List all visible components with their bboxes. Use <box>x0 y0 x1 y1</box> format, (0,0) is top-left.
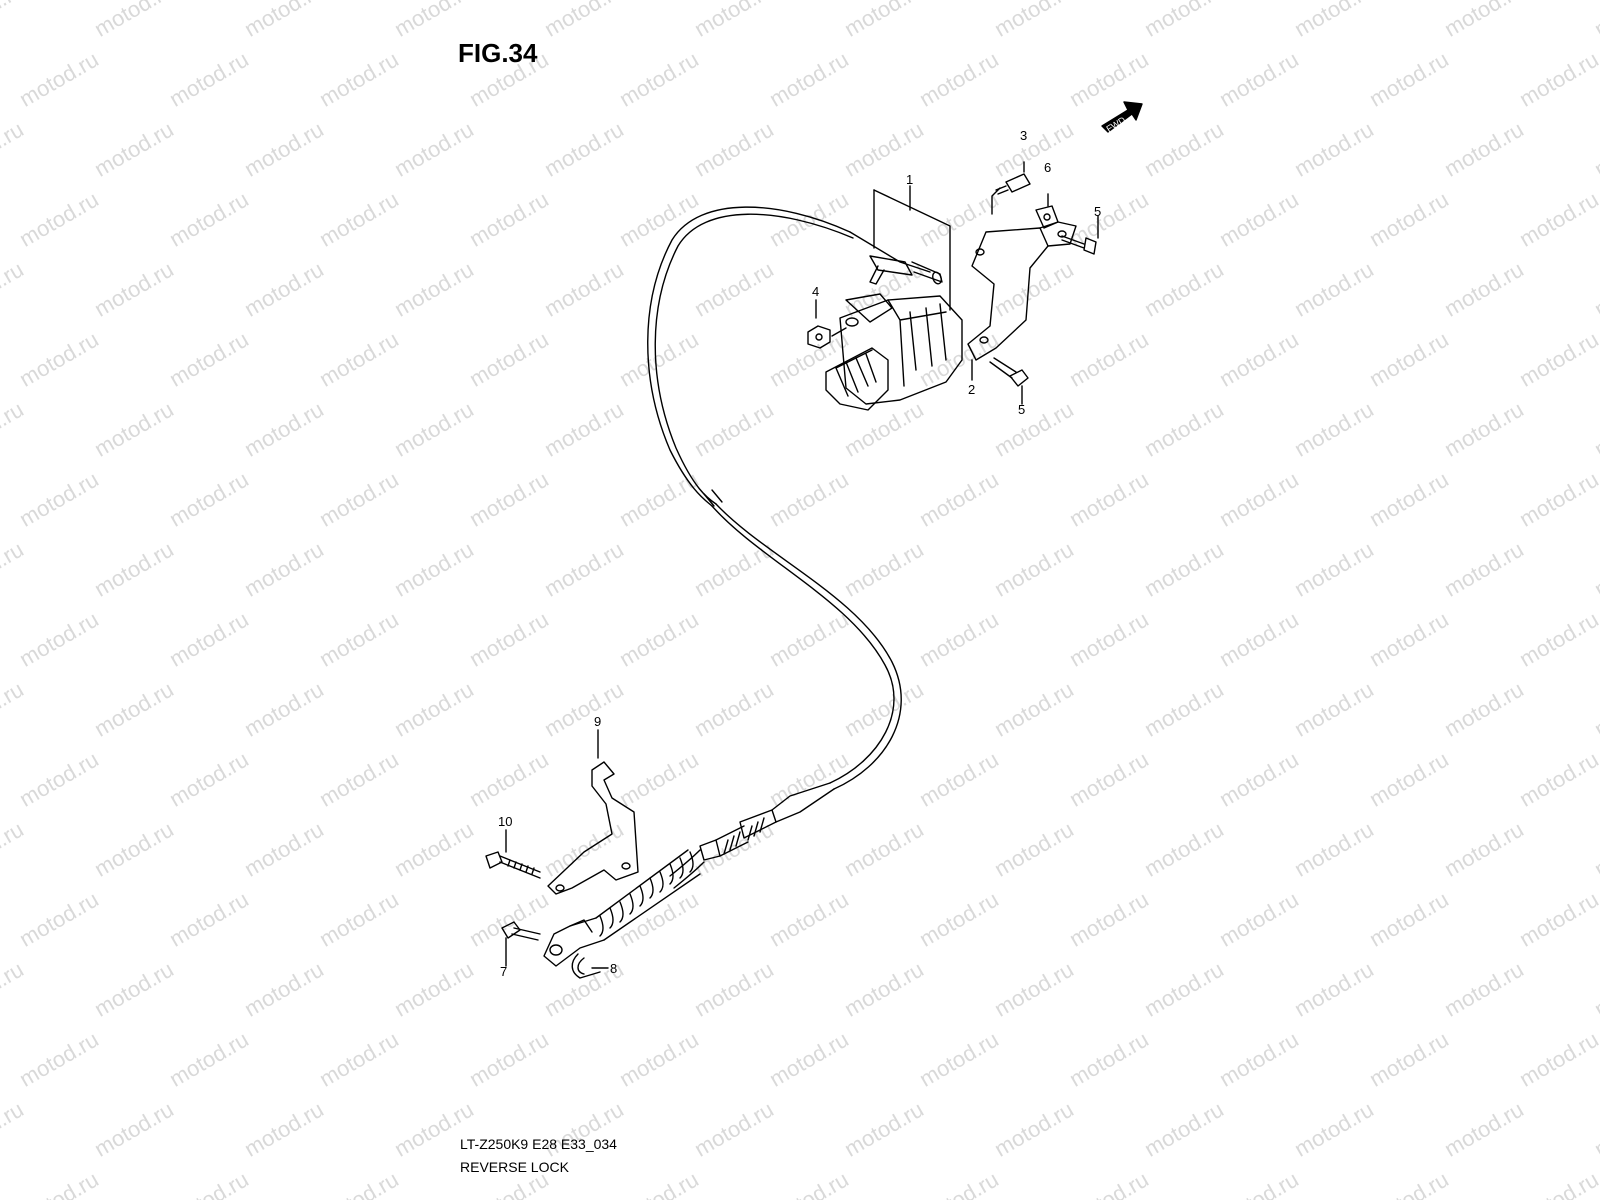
callout-9: 9 <box>594 714 601 729</box>
part-1-leader <box>873 185 951 311</box>
callout-5-upper: 5 <box>1094 204 1101 219</box>
callout-1: 1 <box>906 172 913 187</box>
callouts: 1 2 3 4 5 5 6 7 8 9 10 <box>498 128 1101 979</box>
callout-5-lower: 5 <box>1018 402 1025 417</box>
fwd-arrow-icon: FWD <box>1101 101 1143 134</box>
callout-2: 2 <box>968 382 975 397</box>
figure-title: FIG.34 <box>458 38 538 68</box>
screw-5-upper <box>1061 215 1099 255</box>
callout-8: 8 <box>610 961 617 976</box>
callout-4: 4 <box>812 284 819 299</box>
callout-6: 6 <box>1044 160 1051 175</box>
reverse-lock-cable <box>543 206 943 967</box>
callout-10: 10 <box>498 814 512 829</box>
diagram-title: REVERSE LOCK <box>460 1159 569 1175</box>
bracket-2 <box>967 187 1077 361</box>
cotter-pin-8 <box>571 953 609 979</box>
screw-3 <box>995 161 1031 195</box>
clip-nut-6 <box>1035 193 1059 229</box>
callout-7: 7 <box>500 964 507 979</box>
bracket-9 <box>547 729 639 895</box>
callout-3: 3 <box>1020 128 1027 143</box>
clevis-pin-7 <box>501 921 541 967</box>
nut-4 <box>807 325 831 349</box>
screw-5-lower <box>989 357 1029 405</box>
switch-housing <box>807 293 963 411</box>
diagram-code: LT-Z250K9 E28 E33_034 <box>460 1136 617 1152</box>
bolt-10 <box>485 829 541 879</box>
